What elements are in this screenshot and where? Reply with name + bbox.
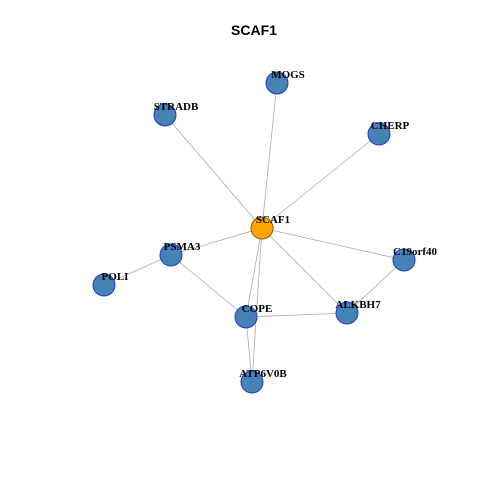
node-cherp: CHERP [367, 120, 410, 146]
node-circle-scaf1 [250, 216, 274, 240]
node-circle-mogs [265, 71, 289, 95]
node-circle-atp6v0b [240, 370, 264, 394]
node-cope: COPE [234, 303, 273, 329]
node-label-poli: POLI [102, 271, 129, 283]
node-label-cherp: CHERP [371, 120, 410, 132]
edge-psma3-poli [103, 254, 172, 286]
edge-cope-alkbh7 [245, 312, 348, 318]
graph-title: SCAF1 [231, 22, 277, 38]
node-label-psma3: PSMA3 [164, 241, 201, 253]
node-mogs: MOGS [265, 69, 305, 95]
node-alkbh7: ALKBH7 [335, 299, 381, 325]
node-circle-stradb [153, 103, 177, 127]
node-label-scaf1: SCAF1 [256, 214, 290, 226]
edge-scaf1-mogs [261, 82, 278, 229]
node-scaf1: SCAF1 [250, 214, 290, 240]
edge-scaf1-cherp [261, 133, 380, 229]
node-poli: POLI [92, 271, 129, 297]
node-c19orf40: C19orf40 [392, 246, 437, 272]
node-circle-cope [234, 305, 258, 329]
edge-scaf1-alkbh7 [261, 227, 348, 314]
node-circle-c19orf40 [392, 248, 416, 272]
node-atp6v0b: ATP6V0B [239, 368, 287, 394]
node-label-cope: COPE [242, 303, 273, 315]
node-circle-cherp [367, 122, 391, 146]
edge-scaf1-stradb [164, 114, 263, 229]
node-circle-alkbh7 [335, 301, 359, 325]
node-label-stradb: STRADB [154, 101, 199, 113]
node-circle-psma3 [159, 243, 183, 267]
edge-scaf1-atp6v0b [251, 227, 263, 383]
node-label-atp6v0b: ATP6V0B [239, 368, 287, 380]
node-stradb: STRADB [153, 101, 199, 127]
edge-psma3-cope [170, 254, 247, 318]
node-circle-poli [92, 273, 116, 297]
edge-alkbh7-c19orf40 [346, 259, 405, 314]
node-label-c19orf40: C19orf40 [393, 246, 437, 258]
node-label-mogs: MOGS [271, 69, 305, 81]
node-psma3: PSMA3 [159, 241, 201, 267]
edge-scaf1-cope [245, 227, 263, 318]
edge-scaf1-c19orf40 [261, 227, 405, 261]
node-label-alkbh7: ALKBH7 [335, 299, 381, 311]
edge-scaf1-psma3 [170, 227, 263, 256]
